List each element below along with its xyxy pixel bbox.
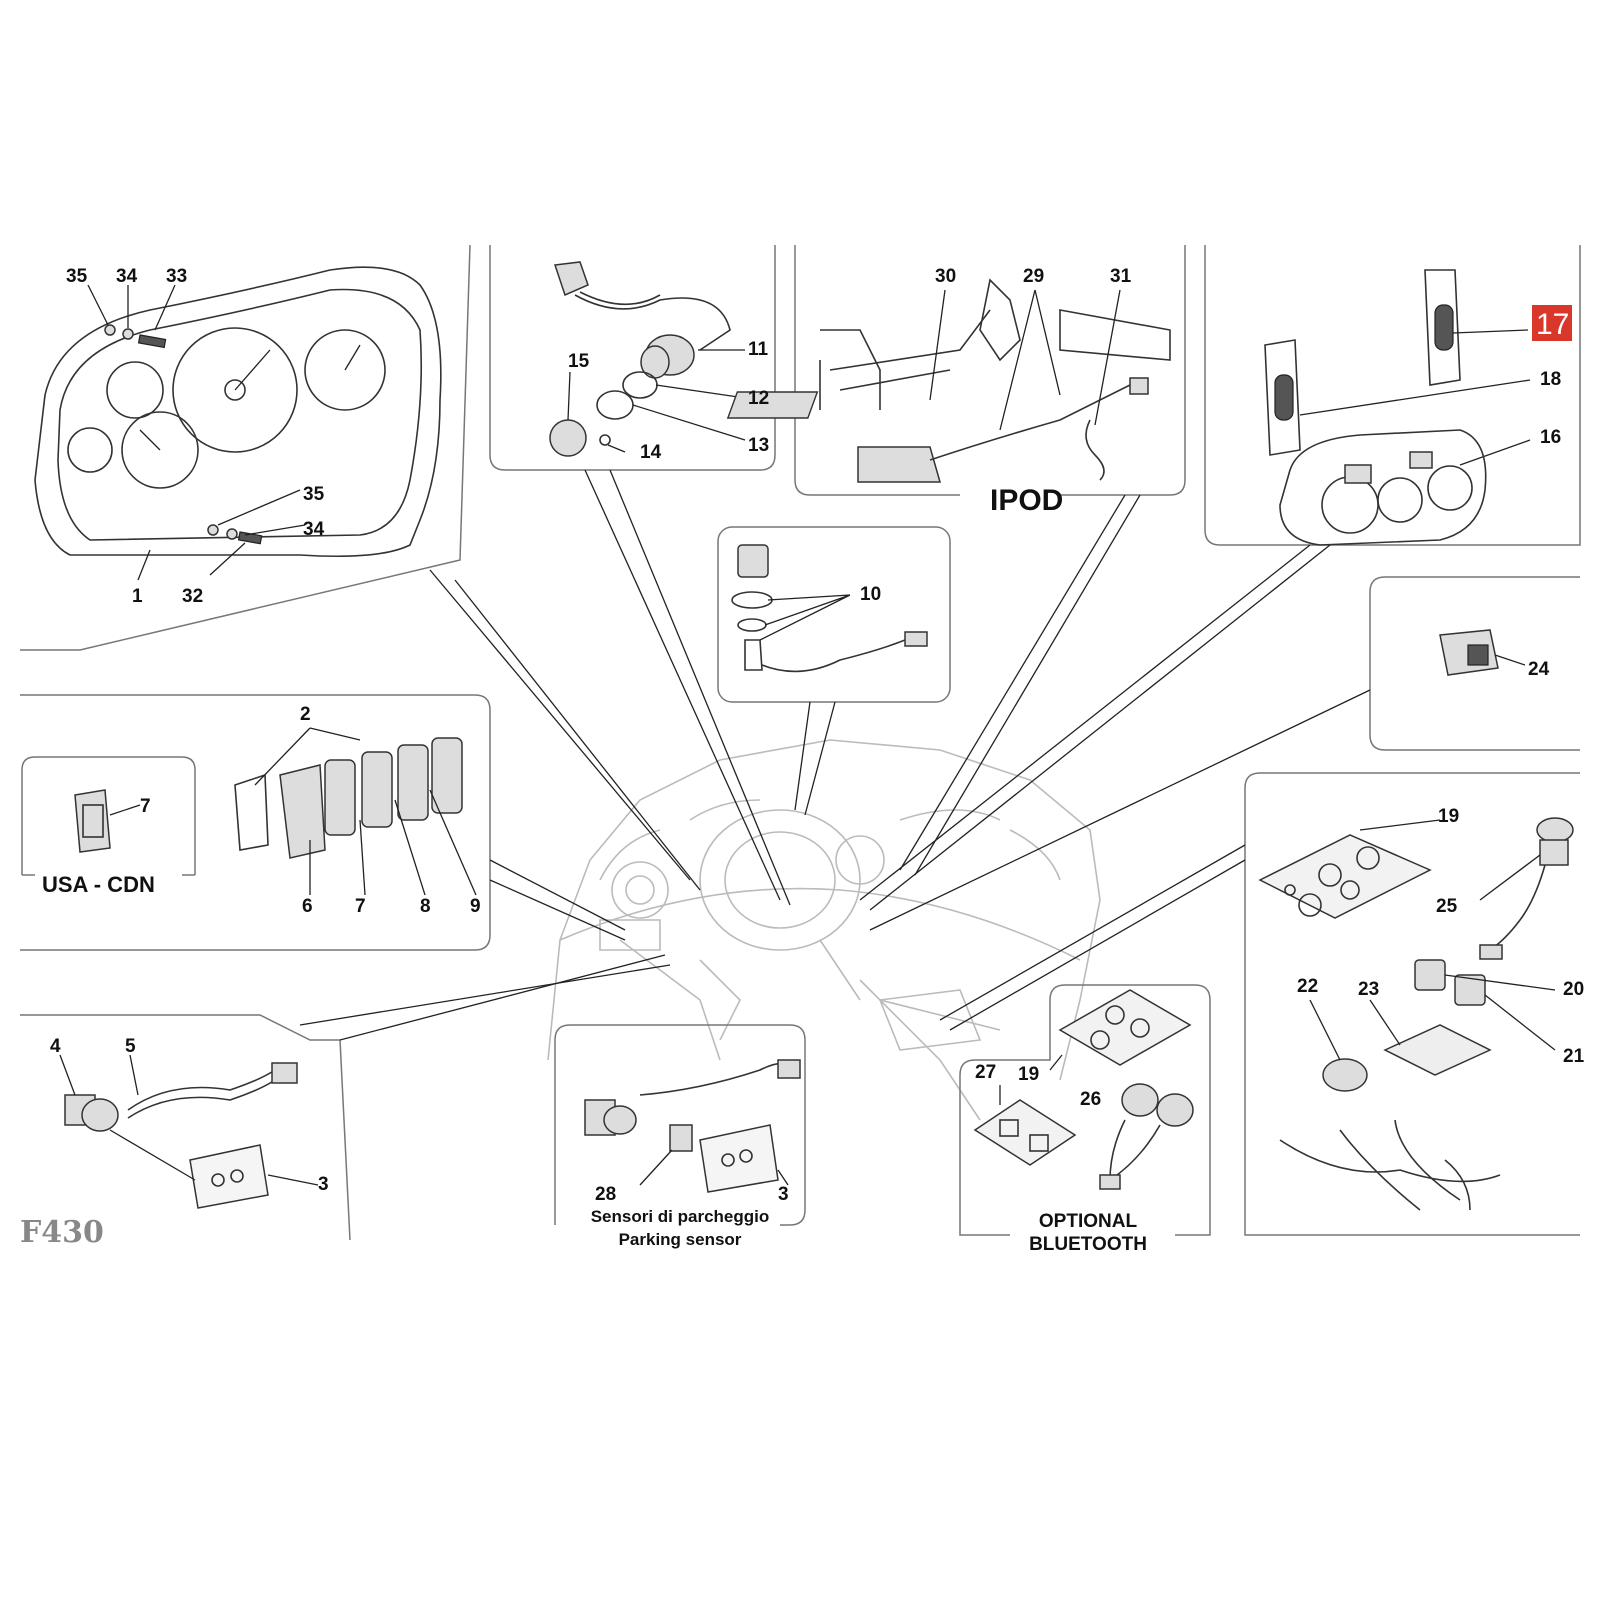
callout-10: 10 xyxy=(860,584,881,605)
callout-12: 12 xyxy=(748,388,769,409)
car-interior-drawing xyxy=(547,739,1101,1121)
callout-26: 26 xyxy=(1080,1089,1101,1110)
bulb-holder-part xyxy=(731,544,928,673)
parking-sensor-title-it: Sensori di parcheggio xyxy=(591,1207,770,1226)
callout-33: 33 xyxy=(166,266,187,287)
callout-22: 22 xyxy=(1297,976,1318,997)
instrument-cluster-part xyxy=(34,266,442,581)
callout-24: 24 xyxy=(1528,659,1550,680)
parking-sensor-title-en: Parking sensor xyxy=(619,1230,742,1249)
callout-34-bottom: 34 xyxy=(303,519,325,540)
callout-34-top: 34 xyxy=(116,266,138,287)
ignition-lock-part xyxy=(549,261,746,457)
callout-25: 25 xyxy=(1436,896,1458,917)
callout-4: 4 xyxy=(50,1036,61,1057)
parking-sensor-part-left xyxy=(59,1054,319,1209)
callout-19-bluetooth: 19 xyxy=(1018,1064,1039,1085)
callout-19-panel: 19 xyxy=(1438,806,1459,827)
bluetooth-title-line1: OPTIONAL xyxy=(1039,1211,1138,1232)
leader-lines xyxy=(299,469,1371,1041)
brand-logo-text: F430 xyxy=(20,1215,104,1250)
callout-8: 8 xyxy=(420,896,431,917)
callout-7: 7 xyxy=(355,896,366,917)
callout-18: 18 xyxy=(1540,369,1561,390)
callout-20: 20 xyxy=(1563,979,1584,1000)
callout-21: 21 xyxy=(1563,1046,1585,1067)
callout-5: 5 xyxy=(125,1036,136,1057)
callout-6: 6 xyxy=(302,896,313,917)
usa-cdn-title: USA - CDN xyxy=(42,872,155,897)
usa-cdn-switch-part xyxy=(74,789,141,853)
callout-13: 13 xyxy=(748,435,769,456)
section-frames xyxy=(20,244,1581,1241)
callout-32: 32 xyxy=(182,586,203,607)
callout-15: 15 xyxy=(568,351,590,372)
callout-17-highlighted: 17 xyxy=(1536,308,1569,341)
callout-3-center: 3 xyxy=(778,1184,789,1205)
callout-16: 16 xyxy=(1540,427,1561,448)
callout-30: 30 xyxy=(935,266,956,287)
switch-24-part xyxy=(1439,629,1526,676)
callout-31: 31 xyxy=(1110,266,1132,287)
climate-control-part xyxy=(1264,269,1531,546)
callout-11: 11 xyxy=(748,339,769,360)
callout-23: 23 xyxy=(1358,979,1379,1000)
callout-labels: 35 34 33 35 34 1 32 15 11 12 13 14 30 29… xyxy=(20,266,1585,1255)
ipod-kit-part xyxy=(726,278,1171,483)
callout-28: 28 xyxy=(595,1184,616,1205)
callout-2: 2 xyxy=(300,704,311,725)
callout-14: 14 xyxy=(640,442,662,463)
socket-panel-part xyxy=(1258,817,1574,1211)
callout-7-usa: 7 xyxy=(140,796,151,817)
bluetooth-kit-part xyxy=(973,989,1194,1190)
callout-3-left: 3 xyxy=(318,1174,329,1195)
callout-35-bottom: 35 xyxy=(303,484,325,505)
parking-sensor-part-center xyxy=(584,1059,801,1193)
callout-1: 1 xyxy=(132,586,143,607)
callout-9: 9 xyxy=(470,896,481,917)
callout-29: 29 xyxy=(1023,266,1044,287)
callout-35-top: 35 xyxy=(66,266,88,287)
callout-27: 27 xyxy=(975,1062,996,1083)
highlighted-callout-box xyxy=(1532,305,1572,341)
ipod-section-title: IPOD xyxy=(990,484,1063,517)
bluetooth-title-line2: BLUETOOTH xyxy=(1029,1234,1147,1255)
switch-bank-part xyxy=(234,727,477,896)
